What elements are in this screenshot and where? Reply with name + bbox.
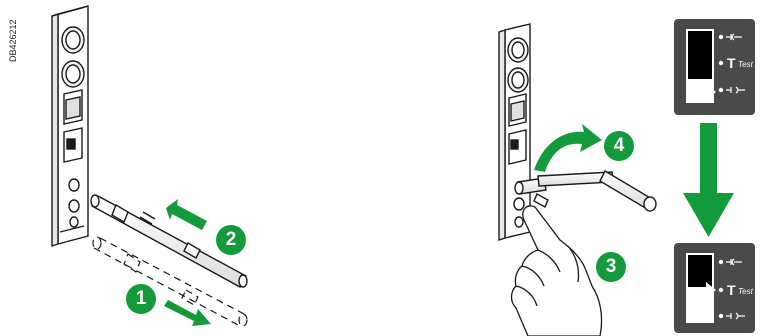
indicator-panel-top: T Test — [674, 19, 755, 115]
indicator-panel-bottom: T Test — [674, 243, 755, 333]
step-badge-4: 4 — [604, 131, 634, 161]
step-badge-2: 2 — [216, 225, 246, 255]
arrow-down — [683, 123, 734, 237]
step-badge-1: 1 — [126, 284, 156, 314]
indicator-top-t-label: T — [727, 55, 736, 71]
arrow-remove — [164, 300, 211, 326]
indicator-bottom-test-label: Test — [738, 287, 754, 296]
right-crank-handle — [515, 171, 656, 211]
left-front-plate — [52, 6, 88, 246]
arrow-insert — [166, 199, 207, 230]
indicator-top-test-label: Test — [738, 60, 754, 69]
indicator-bottom-t-label: T — [727, 282, 736, 298]
arrow-rotate — [534, 124, 602, 172]
step-badge-3: 3 — [596, 252, 626, 282]
